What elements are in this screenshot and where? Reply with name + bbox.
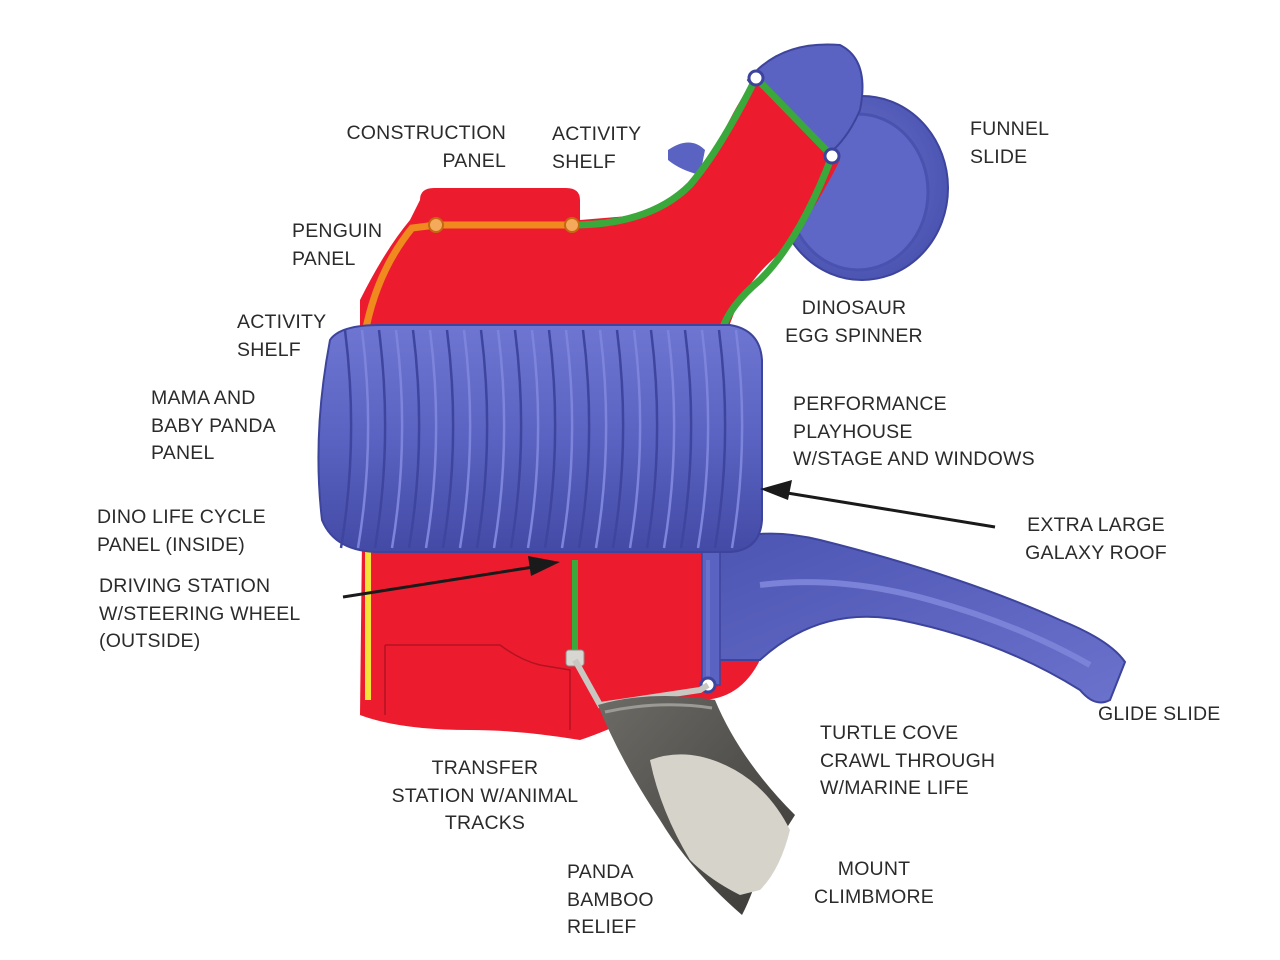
roof-rib (441, 329, 455, 549)
roof-rib (458, 329, 472, 549)
roof-rib (339, 329, 353, 549)
rails (362, 69, 841, 709)
roof-rib (526, 329, 540, 549)
label-panda-bamboo: PANDA BAMBOO RELIEF (567, 861, 654, 938)
leader-arrows (342, 480, 996, 599)
roof-rib (662, 329, 676, 549)
arrow-driving-station-head (528, 556, 560, 576)
label-driving-station: DRIVING STATION W/STEERING WHEEL (OUTSID… (99, 575, 301, 652)
label-turtle-cove: TURTLE COVE CRAWL THROUGH W/MARINE LIFE (820, 722, 996, 799)
roof-rib (509, 329, 523, 549)
roof-rib (560, 329, 574, 549)
roof-rib (492, 329, 506, 549)
arrow-driving-station (342, 564, 541, 599)
label-transfer-station: TRANSFER STATION W/ANIMAL TRACKS (391, 757, 579, 834)
roof-rib (577, 329, 591, 549)
label-dinosaur-egg-spinner: DINOSAUR EGG SPINNER (785, 297, 923, 347)
galaxy-roof (317, 324, 763, 553)
label-dino-life-cycle: DINO LIFE CYCLE PANEL (INSIDE) (97, 506, 266, 556)
label-mount-climbmore: MOUNT CLIMBMORE (814, 858, 934, 908)
label-activity-shelf-left: ACTIVITY SHELF (237, 311, 327, 361)
roof-rib (594, 329, 608, 549)
label-extra-large-galaxy-roof: EXTRA LARGE GALAXY ROOF (1025, 514, 1167, 564)
arrow-galaxy-roof-head (760, 480, 792, 500)
mount-climbmore (598, 696, 795, 915)
label-funnel-slide: FUNNEL SLIDE (970, 118, 1050, 168)
roof-rib (373, 329, 387, 549)
roof-rib (713, 329, 727, 549)
roof-rib (424, 329, 438, 549)
roof-ribs (339, 329, 744, 549)
roof-rib (645, 329, 659, 549)
label-mama-baby-panda: MAMA AND BABY PANDA PANEL (151, 387, 276, 464)
label-activity-shelf-top: ACTIVITY SHELF (552, 123, 642, 173)
roof-rib (679, 329, 693, 549)
roof-rib (543, 329, 557, 549)
roof-rib (407, 329, 421, 549)
label-glide-slide: GLIDE SLIDE (1098, 703, 1221, 725)
roof-rib (628, 329, 642, 549)
roof-rib (696, 329, 710, 549)
roof-rib (730, 329, 744, 549)
arrow-galaxy-roof (774, 489, 996, 529)
roof-rib (611, 329, 625, 549)
label-penguin-panel: PENGUIN PANEL (292, 220, 383, 270)
roof-rib (390, 329, 404, 549)
label-performance-playhouse: PERFORMANCE PLAYHOUSE W/STAGE AND WINDOW… (793, 393, 1035, 470)
label-construction-panel: CONSTRUCTION PANEL (346, 122, 506, 172)
roof-rib (356, 329, 370, 549)
roof-rib (475, 329, 489, 549)
